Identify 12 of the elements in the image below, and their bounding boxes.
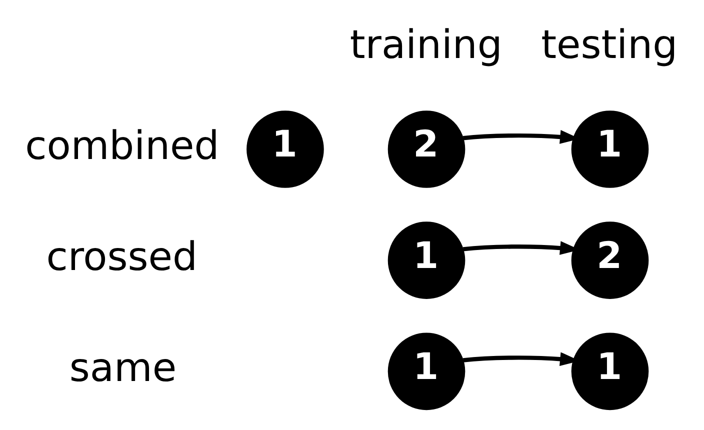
node-circle: 1 <box>388 332 466 410</box>
label: training <box>350 22 502 68</box>
node-circle: 1 <box>388 222 466 299</box>
label: same <box>69 345 177 392</box>
node-circle: 2 <box>388 110 466 188</box>
label: crossed <box>46 234 198 280</box>
node-circle: 1 <box>246 110 324 188</box>
label: testing <box>541 22 678 68</box>
node-circle: 2 <box>571 222 649 299</box>
node-circle: 1 <box>571 110 649 188</box>
label: combined <box>25 122 220 169</box>
node-circle: 1 <box>571 332 649 410</box>
